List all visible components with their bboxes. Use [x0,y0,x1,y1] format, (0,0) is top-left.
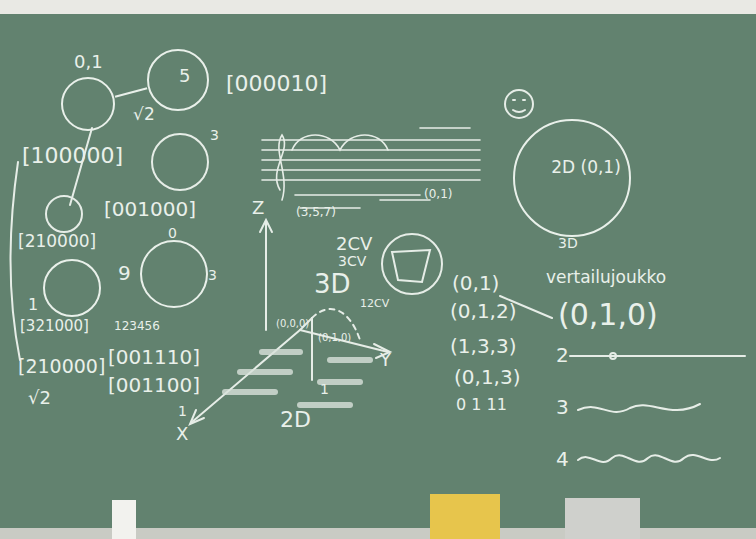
node-text: 9 [118,262,131,284]
node-text: 3 [208,268,217,283]
chalk-label: (1,3,3) [450,335,517,357]
chalk-label: 1 [320,382,329,397]
chalk-label: [321000] [20,318,89,335]
circle-shape [62,78,114,130]
circle-outline [145,48,211,112]
chalk-label: [001000] [104,198,196,220]
node-text: 0 [168,226,177,241]
chalk-label: 3 [210,128,219,143]
edge-label: √2 [131,105,157,124]
chalk-connector [115,88,147,97]
node-text: 1 [28,296,38,314]
chalk-label: 3CV [338,254,366,269]
chalk-label: (0,1) [452,272,499,294]
chalk-label: [000010] [226,72,327,96]
node-text: 5 [179,66,190,86]
chalk-label: 4 [556,448,569,470]
chalk-label: (0,1) [424,188,452,201]
chalk-circle-node: 1 [26,256,106,322]
chalk-label: [001110] [108,346,200,368]
node-text: 0,1 [74,52,103,72]
circle-shape [44,260,100,316]
chalk-label: [001100] [108,374,200,396]
chalk-label: 2CV [336,234,372,254]
chalk-label: 123456 [114,320,160,333]
circle-shape [141,241,207,307]
chalk-label: (0,1,3) [454,366,521,388]
chalk-label: 12CV [360,298,389,310]
chalk-label: 2D [280,408,311,432]
chalk-label: 2 [556,344,569,366]
chalk-label: X [176,424,188,444]
chalk-label: 3D [314,270,351,299]
chalk-label: 1 [178,404,187,419]
chalk-label: Y [380,350,391,370]
chalk-label: 0 1 11 [456,396,507,414]
node-text: 2D (0,1) [548,158,624,177]
circle-shape [148,50,208,110]
chalk-circle-node: 5 [145,48,211,112]
chalk-label: [100000] [22,144,123,168]
chalk-label: √2 [28,388,51,408]
chalk-circle-node: 0,1 [60,50,120,132]
chalk-label: vertailujoukko [546,268,666,287]
chalk-label: [210000] [18,232,96,251]
chalk-label: Z [252,198,264,218]
chalk-label: [210000] [18,356,105,377]
chalk-label: (0,1,0) [318,332,351,343]
chalk-label: (0,1,0) [558,298,658,331]
chalk-label: (3,5,7) [296,206,336,219]
connector-line [115,88,147,97]
chalk-label: 3 [556,396,569,418]
node-text: 3D [558,236,578,251]
chalk-label: (0,1,2) [450,300,517,322]
chalk-circle-node: 2D (0,1) 3D [508,118,636,258]
circle-shape [514,120,630,236]
chalk-circle-node: 0 9 3 [116,226,220,314]
chalk-label: (0,0,0) [276,318,309,329]
